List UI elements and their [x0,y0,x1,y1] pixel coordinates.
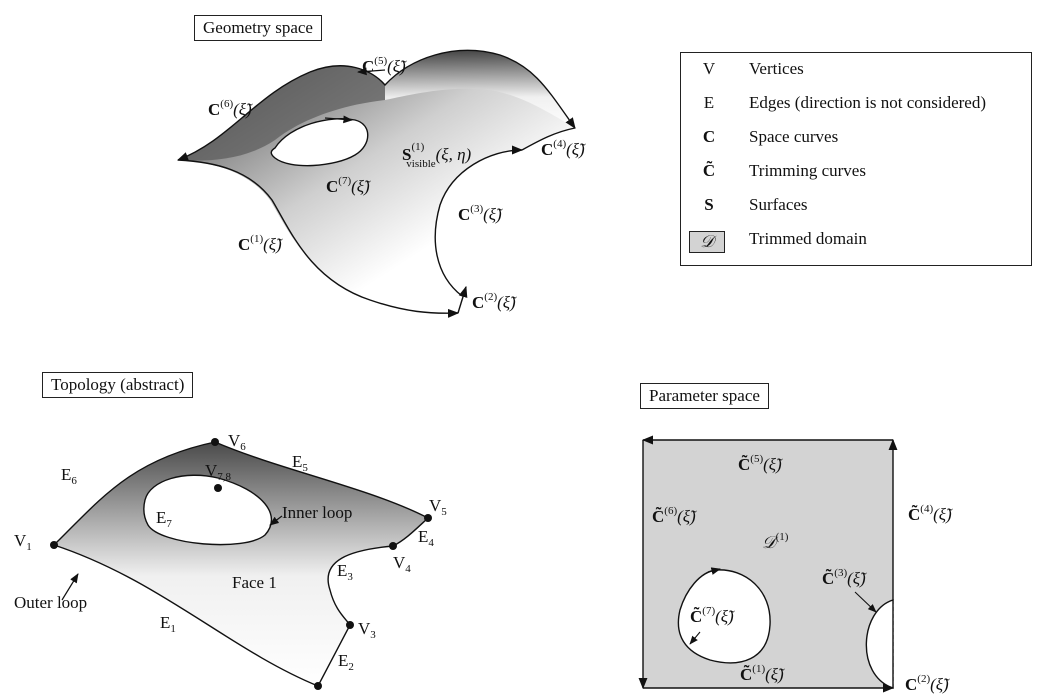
topo-label-v3: V3 [358,619,376,641]
param-label-c2: C(2)(ξ̃) [905,673,950,694]
param-label-c6: C̃(6)(ξ̃) [652,505,697,526]
topo-label-v1: V1 [14,531,32,553]
topology-surface [50,438,432,690]
geo-label-c4: C(4)(ξ̃) [541,138,586,159]
param-trim-c3 [865,599,894,689]
parameter-domain [643,440,893,688]
geometry-left-lobe [178,65,385,161]
vertex-v2 [314,682,322,690]
legend-desc: Trimming curves [749,161,866,180]
vertex-v4 [389,542,397,550]
vertex-v5 [424,514,432,522]
geo-curve-c3 [434,145,524,297]
legend-row-vertices: V Vertices [681,59,1031,89]
geometry-space-title: Geometry space [194,15,322,41]
legend-row-trimming-curves: C̃ Trimming curves [681,161,1031,191]
param-trim-c7-arrowmark [707,567,721,575]
topo-label-e2: E2 [338,651,354,673]
topo-label-e6: E6 [61,465,77,487]
param-label-c7: C̃(7)(ξ̃) [690,605,735,626]
param-label-c4: C̃(4)(ξ̃) [908,503,953,524]
legend-box: V Vertices E Edges (direction is not con… [680,52,1032,266]
inner-loop-arrow [269,515,283,526]
vertex-v78 [214,484,222,492]
geo-label-c3: C(3)(ξ̃) [458,203,503,224]
geo-label-c2: C(2)(ξ̃) [472,291,517,312]
geo-curve-c5-arrowmark [357,67,386,76]
topo-label-v4: V4 [393,553,411,575]
topology-face-fill [54,442,428,686]
geo-label-c6: C(6)(ξ̃) [208,98,253,119]
topo-label-v6: V6 [228,431,246,453]
legend-symbol: V [702,59,716,78]
legend-symbol: S [704,195,714,214]
legend-symbol: C [702,127,716,146]
geo-label-c7: C(7)(ξ̃) [326,175,371,196]
geo-curve-c7-hole [270,118,369,167]
geo-curve-c6 [176,71,311,161]
legend-domain-swatch: 𝒟 [689,231,725,253]
geo-label-s1: S(1)visible(ξ, η) [402,141,472,170]
param-c7-pointer [689,631,701,645]
topo-label-inner-loop: Inner loop [282,503,352,522]
geo-curve-c4 [521,127,576,151]
topo-label-e7: E7 [156,508,172,530]
param-label-c1: C̃(1)(ξ̃) [740,663,785,684]
legend-row-surfaces: S Surfaces [681,195,1031,225]
legend-row-edges: E Edges (direction is not considered) [681,93,1031,123]
vertex-v3 [346,621,354,629]
legend-desc: Trimmed domain [749,229,867,248]
topo-label-e4: E4 [418,527,434,549]
param-label-c5: C̃(5)(ξ̃) [738,453,783,474]
parameter-space-title: Parameter space [640,383,769,409]
legend-desc: Space curves [749,127,839,146]
param-trim-c7 [677,569,771,664]
legend-row-trimmed-domain: 𝒟 Trimmed domain [681,229,1031,259]
legend-desc: Edges (direction is not considered) [749,93,986,112]
vertex-v6 [211,438,219,446]
geo-label-c1: C(1)(ξ̃) [238,233,283,254]
topology-labels: V6 E5 E6 V7,8 Inner loop V5 E7 E4 V1 V4 … [14,431,447,673]
legend-symbol: C̃ [702,161,716,180]
parameter-labels: C̃(5)(ξ̃) C̃(6)(ξ̃) C̃(4)(ξ̃) 𝒟(1) C̃(3)… [652,453,953,694]
topo-label-outer-loop: Outer loop [14,593,87,612]
parameter-space [638,435,898,693]
geo-curve-c1 [177,159,460,318]
geo-curve-c7-arrowmark [324,115,353,124]
param-c3-pointer [854,591,877,613]
legend-desc: Vertices [749,59,804,78]
geo-curve-c2b [457,285,468,314]
vertex-v1 [50,541,58,549]
legend-row-space-curves: C Space curves [681,127,1031,157]
topo-label-e1: E1 [160,613,176,635]
geo-label-c5: C(5)(ξ̃) [362,55,407,76]
topo-label-v78: V7,8 [205,461,232,483]
param-label-c3: C̃(3)(ξ̃) [822,567,867,588]
topology-title: Topology (abstract) [42,372,194,398]
topo-label-e5: E5 [292,452,308,474]
legend-symbol: E [703,93,715,112]
outer-loop-arrow [61,573,79,601]
param-label-domain: 𝒟(1) [762,531,789,552]
topo-label-e3: E3 [337,561,353,583]
geometry-surface [176,49,576,318]
geometry-labels: C(5)(ξ̃) C(6)(ξ̃) S(1)visible(ξ, η) C(4)… [208,55,586,312]
topology-inner-loop [143,474,273,546]
topo-label-v5: V5 [429,496,447,518]
topo-label-face: Face 1 [232,573,277,592]
legend-desc: Surfaces [749,195,808,214]
